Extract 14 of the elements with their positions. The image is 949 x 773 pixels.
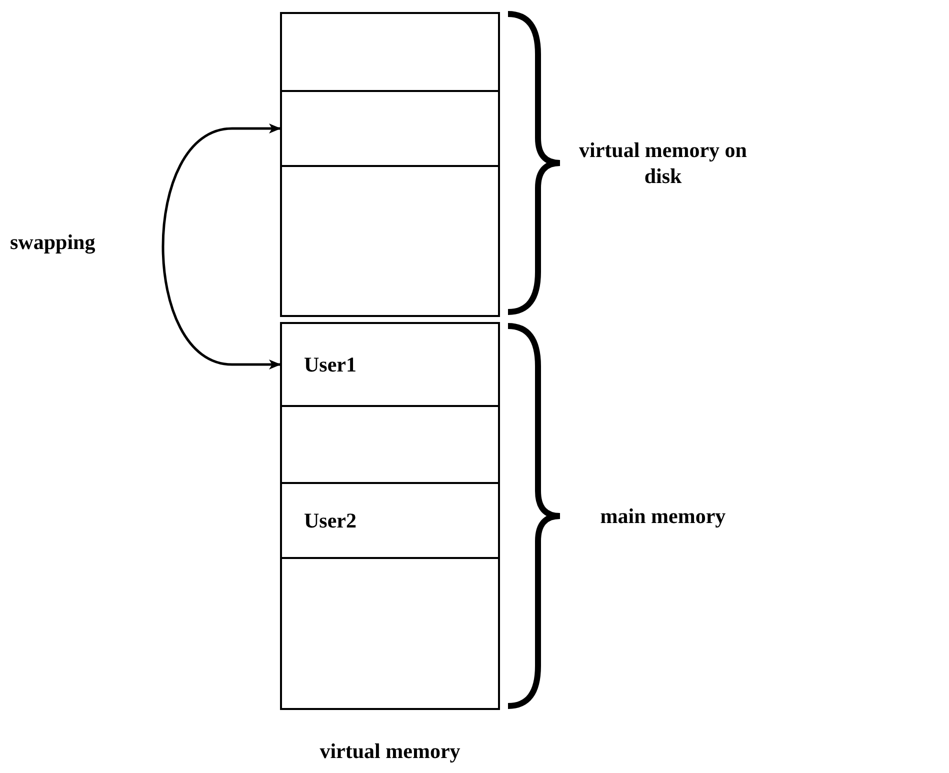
empty-segment xyxy=(280,12,500,92)
empty-segment xyxy=(280,405,500,484)
empty-segment xyxy=(280,557,500,710)
brace-label: virtual memory on disk xyxy=(578,137,748,189)
edge-label: swapping xyxy=(10,228,96,254)
segment-label: User2 xyxy=(304,508,356,533)
memory-segment xyxy=(280,482,500,559)
caption: virtual memory xyxy=(318,738,462,764)
empty-segment xyxy=(280,90,500,167)
segment-label: User1 xyxy=(304,352,356,377)
empty-segment xyxy=(280,165,500,317)
memory-segment xyxy=(280,322,500,407)
brace-label: main memory xyxy=(599,503,727,529)
double-headed-arrow xyxy=(162,124,281,370)
